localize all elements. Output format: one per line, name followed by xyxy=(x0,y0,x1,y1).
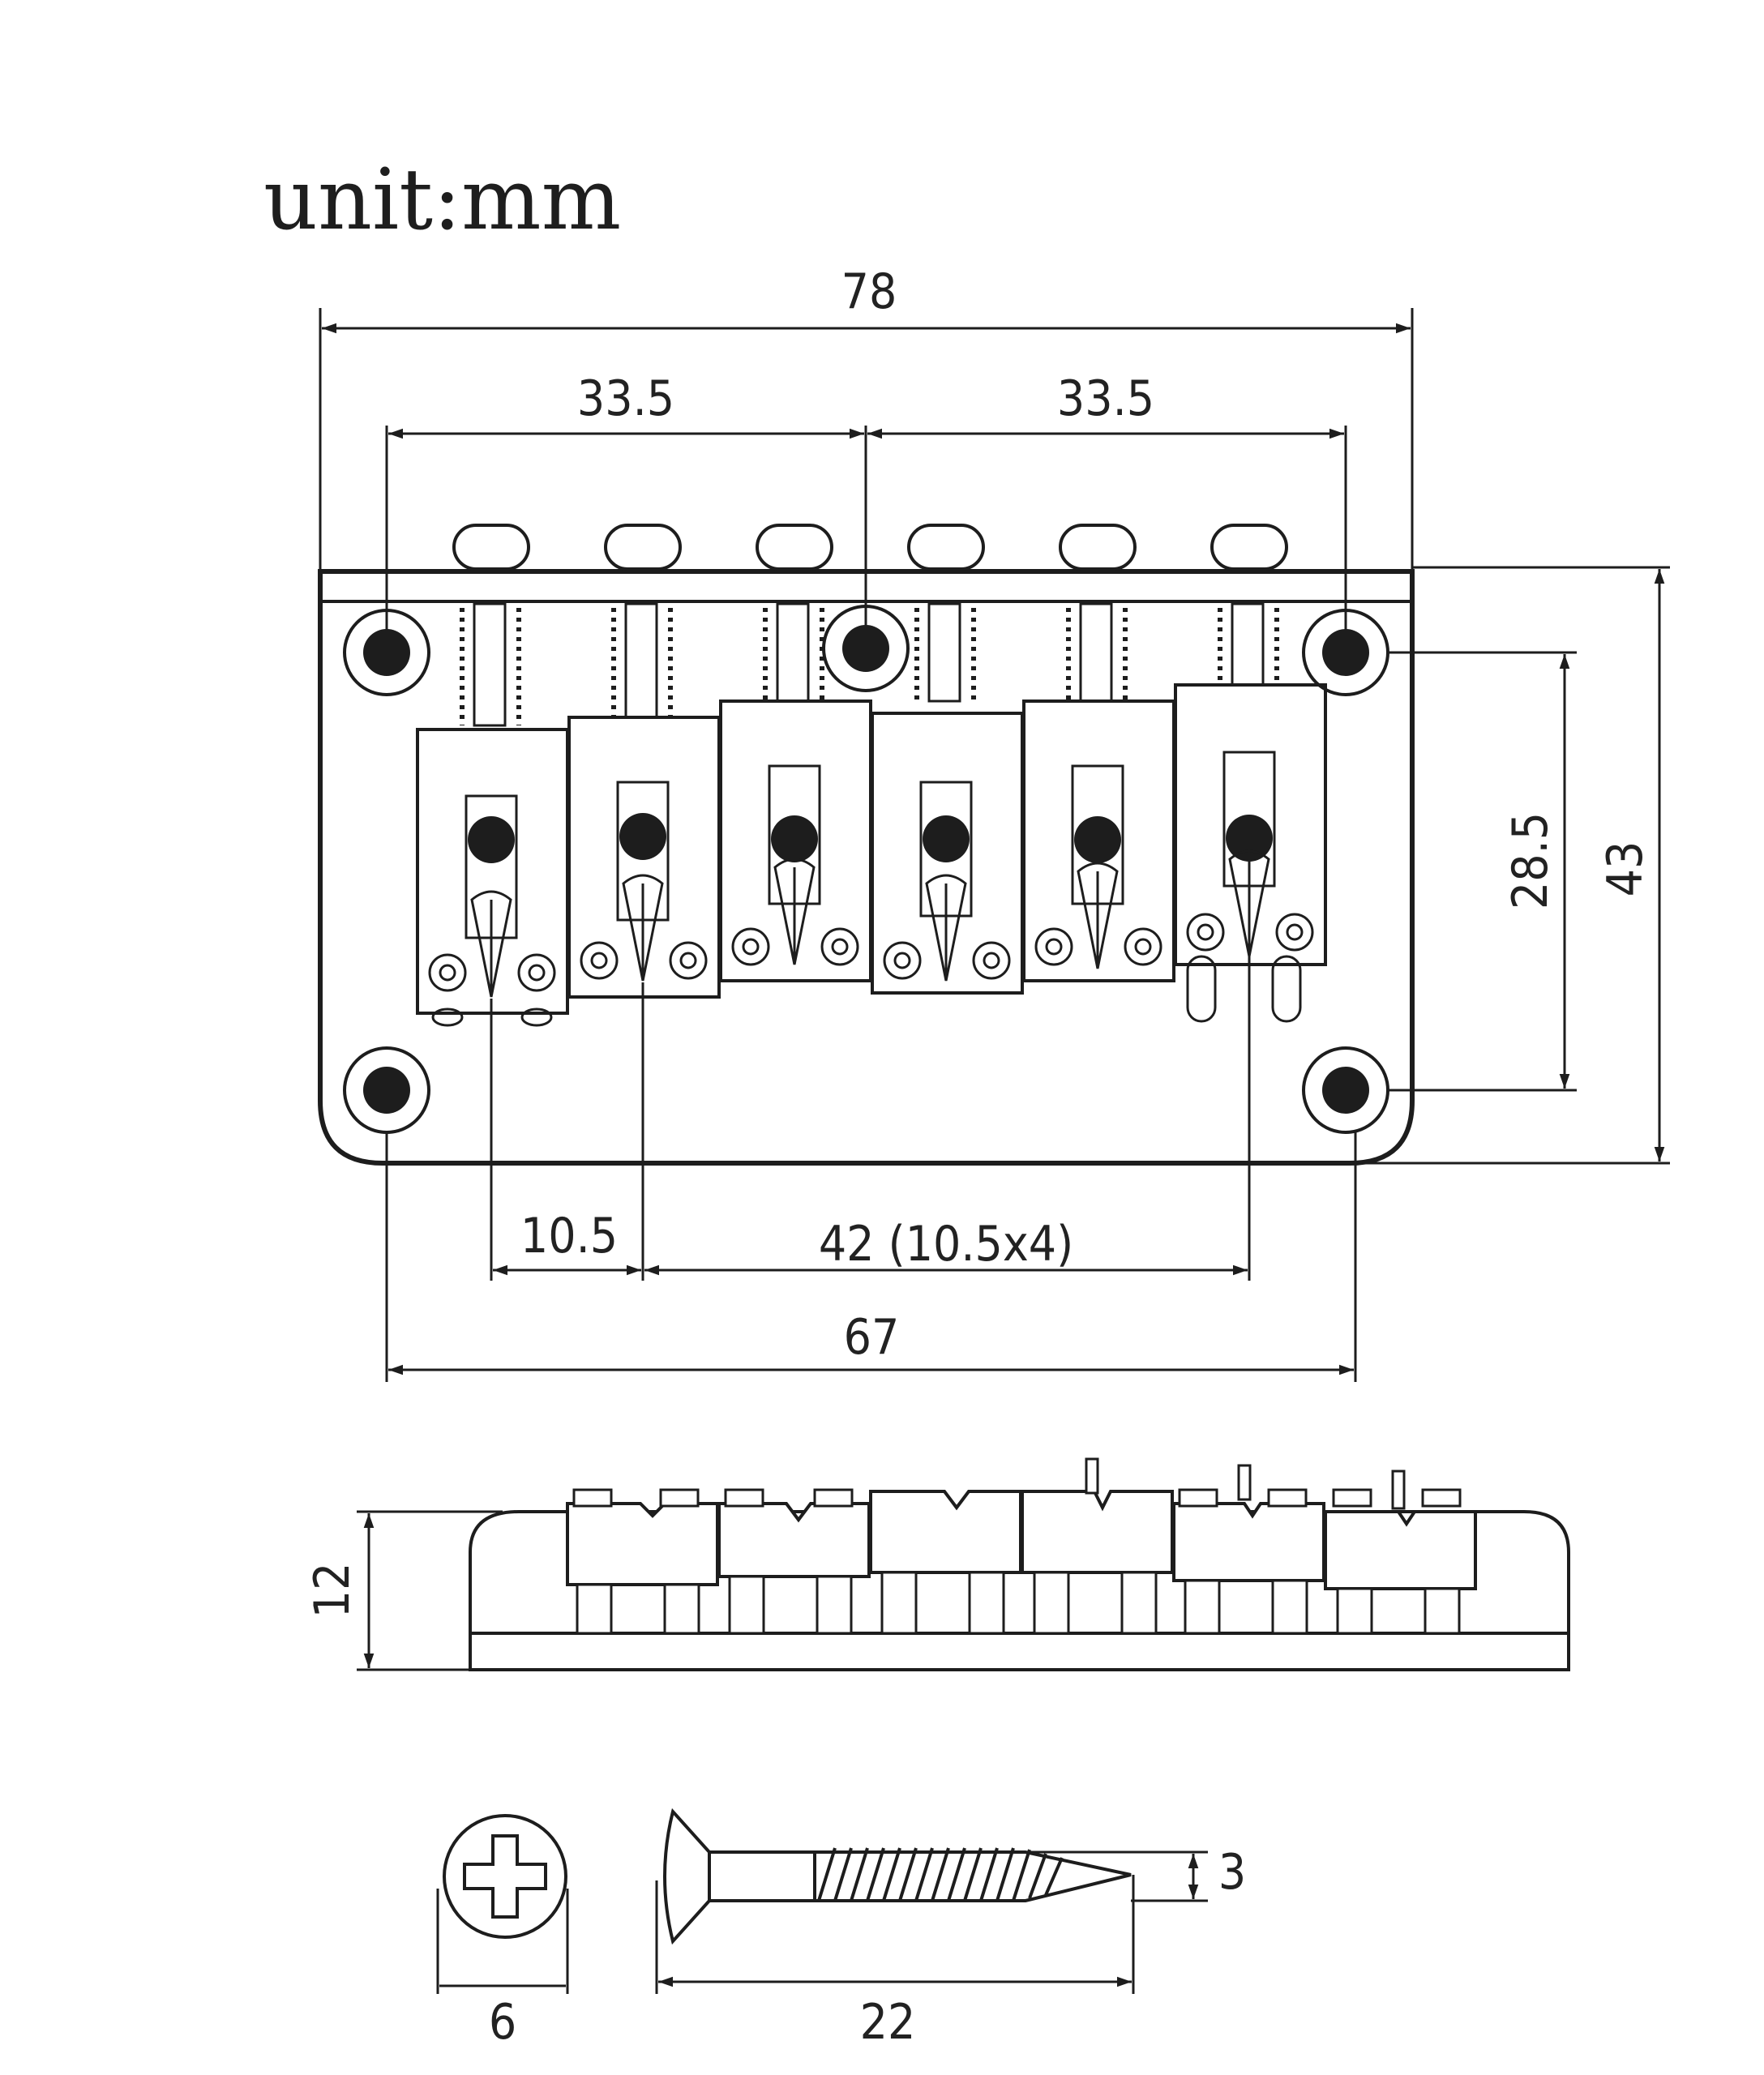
dim-33-5-left-label: 33.5 xyxy=(577,370,674,427)
side-height-posts xyxy=(576,1571,1461,1635)
screw-side-view: 3 22 xyxy=(655,1808,1246,2051)
saddles xyxy=(416,683,1327,1027)
top-view: 78 33.5 33.5 28.5 43 xyxy=(318,263,1670,1382)
dim-3-label: 3 xyxy=(1218,1844,1246,1901)
dim-33-5-right-label: 33.5 xyxy=(1057,370,1154,427)
side-body xyxy=(469,1510,1570,1671)
string-slots xyxy=(452,524,1288,571)
mounting-holes xyxy=(343,605,1389,1134)
screw-head-view: 6 xyxy=(436,1814,569,2051)
dim-6-label: 6 xyxy=(489,1994,516,2051)
dim-67-label: 67 xyxy=(844,1309,900,1366)
dim-side-height: 12 xyxy=(304,1510,503,1671)
side-saddles xyxy=(566,1490,1477,1590)
side-view: 12 xyxy=(304,1457,1570,1671)
dim-saddle-spacing: 10.5 42 (10.5x4) xyxy=(490,956,1251,1281)
dim-22-label: 22 xyxy=(860,1994,916,2051)
dim-overall-depth: 43 xyxy=(1350,566,1670,1165)
dim-10-5-label: 10.5 xyxy=(520,1208,618,1264)
dim-78-label: 78 xyxy=(841,263,897,320)
dim-28-5-label: 28.5 xyxy=(1502,812,1559,909)
dim-overall-width: 78 xyxy=(319,263,1414,571)
saddle-5 xyxy=(1022,700,1175,982)
dim-mount-horizontal: 67 xyxy=(385,1132,1357,1382)
saddle-4 xyxy=(871,712,1024,995)
saddle-2 xyxy=(567,716,721,999)
screw-detail: 6 xyxy=(436,1808,1246,2051)
dim-42-label: 42 (10.5x4) xyxy=(819,1216,1073,1273)
dim-half-widths: 33.5 33.5 xyxy=(385,370,1347,652)
dim-mount-vertical: 28.5 xyxy=(1388,651,1577,1092)
dim-12-label: 12 xyxy=(304,1563,361,1619)
dim-43-label: 43 xyxy=(1597,841,1654,897)
saddle-1 xyxy=(416,728,569,1027)
side-screw-heads xyxy=(572,1457,1462,1510)
unit-label: unit:mm xyxy=(263,150,621,249)
saddle-3 xyxy=(719,700,872,982)
